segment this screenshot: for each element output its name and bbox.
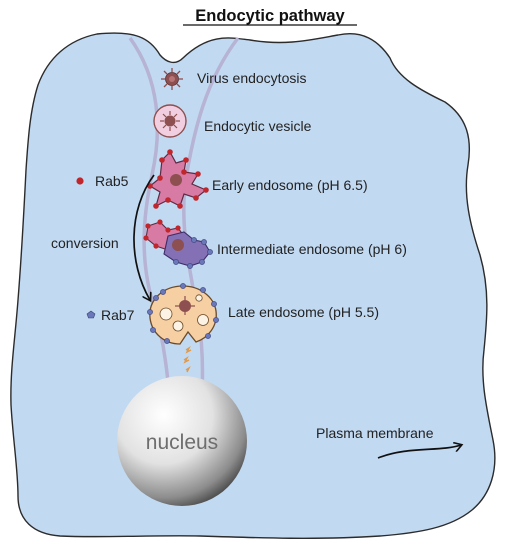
label-conversion: conversion — [51, 235, 119, 251]
label-early-endosome: Early endosome (pH 6.5) — [212, 177, 368, 193]
virus-particle — [161, 68, 183, 90]
label-rab5: Rab5 — [95, 173, 129, 189]
label-late-endosome: Late endosome (pH 5.5) — [228, 304, 379, 320]
nucleus — [117, 376, 247, 506]
late-endosome — [147, 283, 219, 345]
cell-plasma-membrane — [10, 32, 496, 540]
label-nucleus: nucleus — [146, 431, 218, 454]
label-virus-endocytosis: Virus endocytosis — [197, 70, 306, 86]
intermediate-endosome — [143, 219, 213, 269]
rab5-legend-dot — [76, 177, 84, 185]
rab7-legend-marker — [86, 310, 96, 319]
endocytic-vesicle — [153, 104, 187, 138]
microtubule-track-left — [128, 36, 174, 421]
early-endosome — [147, 149, 209, 209]
page-title: Endocytic pathway — [195, 7, 345, 25]
label-endocytic-vesicle: Endocytic vesicle — [204, 118, 312, 134]
label-intermediate-endosome: Intermediate endosome (pH 6) — [217, 241, 407, 257]
label-plasma-membrane: Plasma membrane — [316, 425, 434, 441]
label-rab7: Rab7 — [101, 307, 135, 323]
released-genome-fragments — [183, 345, 192, 373]
plasma-membrane-arrow — [377, 445, 461, 459]
conversion-arrow — [133, 174, 155, 300]
